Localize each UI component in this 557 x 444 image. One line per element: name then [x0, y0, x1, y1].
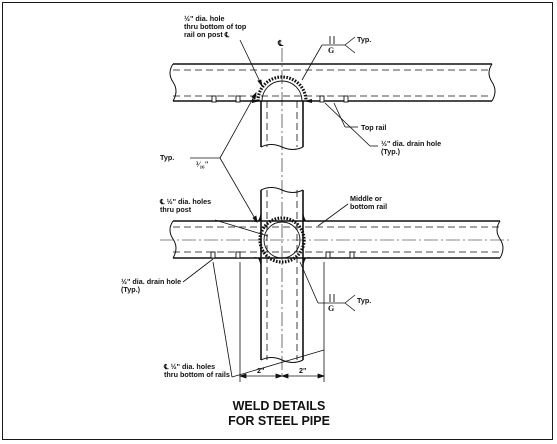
weld-g-bottom: G [328, 304, 334, 313]
middle-rail-pipe [160, 220, 510, 259]
drain-hole-right-2: (Typ.) [381, 147, 401, 156]
top-hole-note-3: rail on post ℄ [184, 30, 230, 39]
rail-holes-note-2: thru bottom of rails [164, 370, 230, 379]
leader-lines [182, 36, 378, 378]
fillet-size-label: ³⁄₁₆" [196, 160, 209, 169]
middle-drain-holes [210, 251, 355, 259]
post-holes-note-2: thru post [160, 205, 192, 214]
top-rail-label: Top rail [361, 123, 386, 132]
drain-hole-left-1: ½" dia. drain hole [121, 277, 181, 286]
weld-g-top: G [328, 46, 334, 55]
title-line-1: WELD DETAILS [233, 399, 326, 413]
dimension-left: 2" [257, 366, 264, 375]
dimension-right: 2" [299, 366, 306, 375]
middle-rail-label-1: Middle or [350, 194, 382, 203]
top-post-pipe [260, 101, 304, 150]
dimension-lines [238, 262, 326, 382]
typ-label-bottom: Typ. [357, 296, 371, 305]
middle-rail-label-2: bottom rail [350, 202, 387, 211]
typ-label-left: Typ. [160, 153, 174, 162]
middle-weld-bead [253, 211, 311, 268]
centerline-symbol-top: ℄ [277, 39, 284, 48]
title-line-2: FOR STEEL PIPE [228, 414, 330, 428]
top-rail-pipe [169, 63, 496, 102]
weld-symbol-top [329, 36, 335, 44]
drain-hole-right-1: ½" dia. drain hole [381, 139, 441, 148]
post-holes-note-1: ℄ ½" dia. holes [159, 197, 211, 206]
drain-hole-left-2: (Typ.) [121, 285, 141, 294]
weld-symbol-bottom [329, 294, 335, 302]
top-hole-note-2: thru bottom of top [184, 22, 247, 31]
rail-holes-note-1: ℄ ½" dia. holes [163, 362, 215, 371]
typ-label-top: Typ. [357, 35, 371, 44]
top-hole-note-1: ½" dia. hole [184, 14, 225, 23]
top-drain-holes [211, 95, 349, 103]
